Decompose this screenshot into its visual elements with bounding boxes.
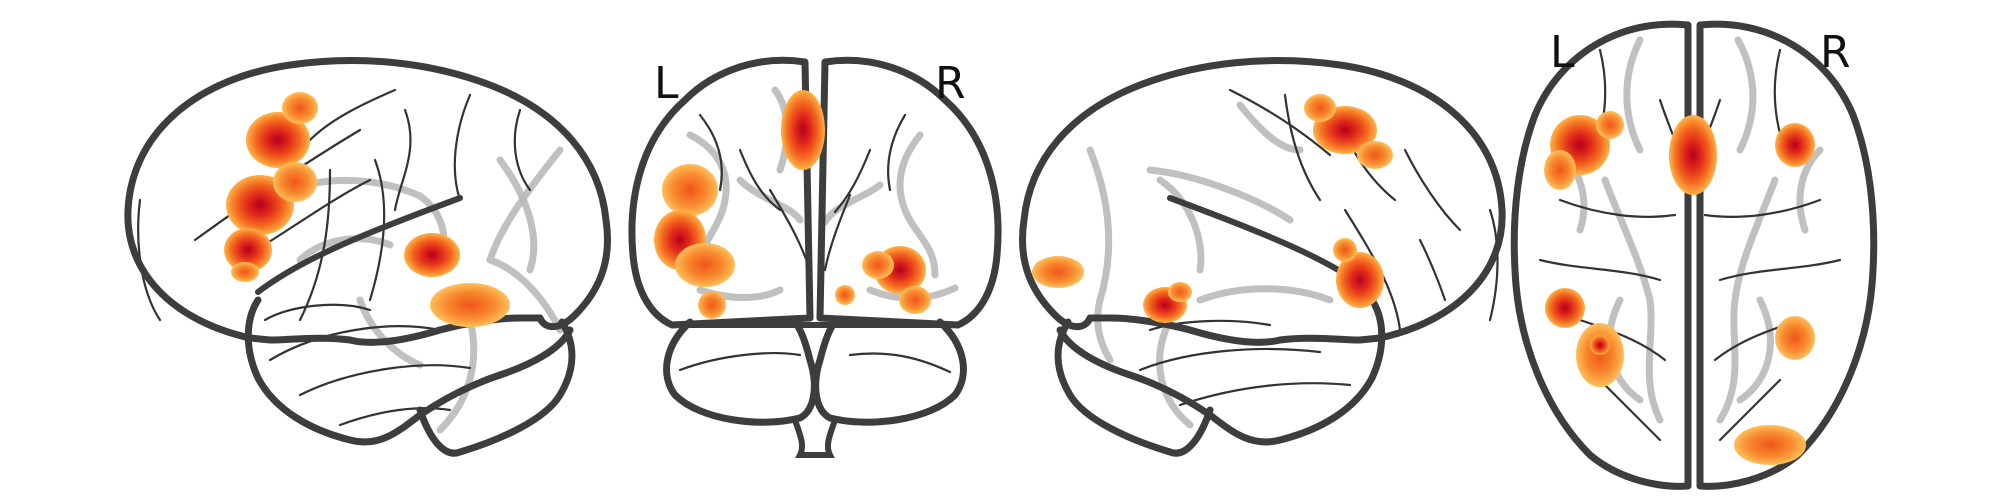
- activation-cluster: [1357, 141, 1393, 169]
- cerebellum-outline: [416, 318, 576, 457]
- activation-cluster: [1304, 94, 1336, 122]
- deep-structure-projection: [1556, 36, 1824, 424]
- sulci: [678, 113, 952, 374]
- right-hemisphere-outline: [1696, 20, 1878, 490]
- activation-clusters: [1032, 94, 1393, 323]
- activation-cluster: [862, 251, 894, 279]
- sagittal-left-view: [124, 57, 612, 457]
- activation-cluster: [246, 112, 310, 168]
- activation-cluster: [698, 291, 726, 319]
- activation-cluster: [1333, 238, 1357, 262]
- activation-cluster: [899, 286, 931, 314]
- activation-cluster: [1168, 282, 1192, 302]
- right-orientation-label: R: [935, 58, 966, 109]
- activation-cluster: [1596, 111, 1624, 139]
- activation-cluster: [1336, 252, 1384, 308]
- activation-clusters: [224, 92, 510, 327]
- cortex-outline: [1018, 57, 1506, 346]
- activation-cluster: [1544, 150, 1576, 190]
- sylvian-fissure: [255, 195, 463, 295]
- left-orientation-label: L: [1550, 27, 1575, 78]
- left-hemisphere-outline: [1510, 20, 1692, 490]
- activation-cluster: [1775, 316, 1815, 360]
- activation-cluster: [835, 285, 855, 305]
- right-cerebellum-outline: [812, 318, 967, 426]
- activation-cluster: [1545, 288, 1585, 328]
- activation-cluster: [781, 90, 825, 170]
- activation-cluster: [675, 243, 735, 287]
- left-hemisphere-outline: [628, 56, 814, 329]
- sulci: [1138, 88, 1499, 407]
- activation-cluster: [224, 228, 272, 272]
- activation-cluster: [662, 164, 718, 216]
- cortex-outline: [124, 57, 612, 346]
- axial-view: L R: [1510, 20, 1878, 490]
- sagittal-right-view: [1018, 57, 1506, 457]
- right-orientation-label: R: [1820, 27, 1851, 78]
- right-hemisphere-outline: [816, 56, 1002, 329]
- coronal-view: L R: [628, 56, 1002, 458]
- cerebellum-outline: [1054, 318, 1214, 457]
- activation-clusters: [654, 90, 931, 319]
- activation-clusters: [1544, 111, 1815, 465]
- sulci: [137, 88, 532, 427]
- activation-cluster: [1734, 425, 1806, 465]
- temporal-lobe-outline: [1056, 296, 1386, 446]
- temporal-lobe-outline: [244, 296, 574, 446]
- activation-cluster: [282, 92, 318, 124]
- activation-cluster: [1590, 335, 1610, 355]
- activation-cluster: [1775, 123, 1815, 167]
- activation-cluster: [404, 233, 460, 277]
- left-cerebellum-outline: [663, 318, 818, 426]
- activation-cluster: [273, 162, 317, 202]
- activation-cluster: [1032, 256, 1084, 288]
- deep-structure-projection: [1086, 101, 1334, 429]
- activation-cluster: [1669, 115, 1717, 195]
- activation-cluster: [430, 283, 510, 327]
- brainstem-outline: [792, 417, 838, 458]
- activation-cluster: [231, 262, 259, 282]
- left-orientation-label: L: [654, 58, 679, 109]
